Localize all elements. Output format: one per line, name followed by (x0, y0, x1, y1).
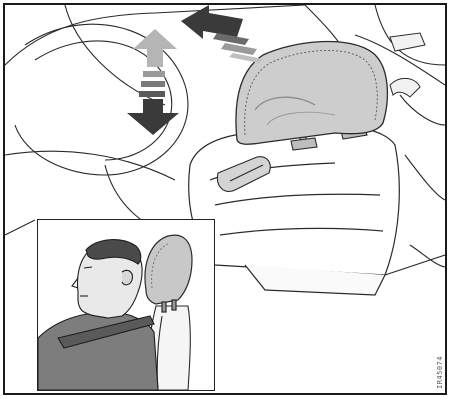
door-handle (390, 33, 425, 97)
seat-back (189, 125, 400, 295)
illustration-reference-code: IR45074 (436, 356, 444, 389)
headrest (236, 41, 387, 144)
occupant-figure (38, 240, 158, 390)
illustration-frame: IR45074 (3, 3, 447, 395)
inset-headrest (145, 235, 192, 312)
up-down-arrows-icon (127, 29, 179, 135)
occupant-illustration (38, 220, 214, 390)
occupant-position-inset (37, 219, 215, 391)
forward-arrow-icon (181, 5, 263, 63)
